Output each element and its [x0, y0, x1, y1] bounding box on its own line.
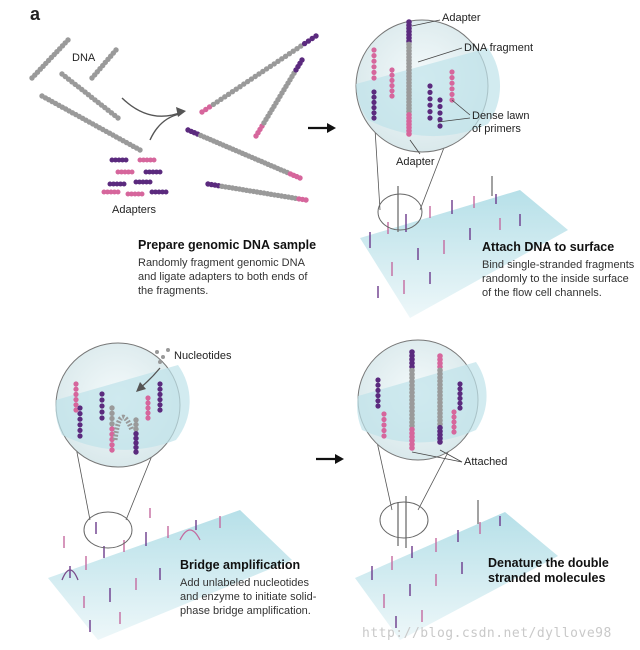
- step1-title: Prepare genomic DNA sample: [138, 238, 317, 252]
- step2-title: Attach DNA to surface: [482, 240, 615, 254]
- nucleotides-label: Nucleotides: [174, 350, 232, 362]
- primer: [389, 67, 395, 99]
- attached-label: Attached: [464, 456, 508, 468]
- adapter: [125, 191, 145, 197]
- single-strand: [437, 353, 443, 445]
- step4-magnifier: [357, 339, 487, 461]
- adapter: [101, 189, 121, 195]
- dna-fragment: [59, 71, 121, 121]
- primer: [73, 381, 79, 413]
- primer: [371, 47, 377, 81]
- primer: [437, 97, 443, 129]
- adapter: [107, 181, 127, 187]
- adapter: [133, 179, 153, 185]
- step2-flowcell: [360, 79, 568, 318]
- primer: [99, 391, 105, 421]
- dna-fragment: [29, 37, 71, 81]
- step2-magnifier: [355, 19, 501, 153]
- bridge-arc: [112, 414, 135, 441]
- step1-ligation-arrow-branch: [149, 113, 181, 141]
- primer: [77, 405, 83, 439]
- leader-lines: [409, 19, 471, 463]
- dna-fragment: [39, 93, 143, 153]
- adapter-top-label: Adapter: [442, 12, 481, 24]
- adapter-bottom-label: Adapter: [396, 156, 435, 168]
- primer-lawn-label: Dense lawn of primers: [472, 110, 530, 135]
- adapted-fragment: [199, 33, 319, 115]
- step-arrow-2: [316, 454, 344, 464]
- primer: [427, 83, 433, 121]
- bridge-strand: [109, 405, 115, 453]
- primer: [371, 89, 377, 121]
- bridge-strand: [133, 417, 139, 455]
- step3-title: Bridge amplification: [180, 558, 301, 572]
- adapter: [143, 169, 163, 175]
- step1-dna-fragments: [29, 33, 319, 203]
- dna-fragment: [89, 47, 119, 81]
- step3-magnifier: [55, 342, 190, 468]
- single-strand: [409, 349, 415, 451]
- step4-flowcell: [355, 409, 558, 640]
- dna-fragment-strand: [406, 19, 412, 137]
- adapter: [137, 157, 157, 163]
- primer: [457, 381, 463, 411]
- watermark: http://blog.csdn.net/dyllove98: [362, 626, 612, 641]
- step1-ligation-arrowhead: [176, 107, 186, 117]
- adapter: [115, 169, 135, 175]
- nucleotide-dots: [155, 348, 170, 364]
- primer: [375, 377, 381, 409]
- step-arrow-1: [308, 123, 336, 133]
- primer: [451, 409, 457, 435]
- dna-label: DNA: [72, 52, 96, 64]
- nucleotide-arrowhead: [136, 382, 146, 392]
- primer: [145, 395, 151, 421]
- primer: [157, 381, 163, 413]
- step4-title: Denature the double stranded molecules: [488, 556, 609, 585]
- step1-description: Randomly fragment genomic DNA and ligate…: [138, 257, 308, 297]
- step1-ligation-arrow: [121, 97, 183, 117]
- step2-description: Bind single-stranded fragments randomly …: [482, 259, 635, 299]
- dna-fragment-label: DNA fragment: [464, 42, 534, 54]
- adapted-fragment: [205, 181, 309, 203]
- adapters-label: Adapters: [112, 204, 157, 216]
- primer: [381, 411, 387, 439]
- adapted-fragment: [185, 127, 303, 181]
- adapter: [109, 157, 129, 163]
- adapted-fragment: [253, 57, 305, 139]
- step3-description: Add unlabeled nucleotides and enzyme to …: [180, 577, 317, 617]
- panel-letter: a: [30, 4, 41, 24]
- adapter: [149, 189, 169, 195]
